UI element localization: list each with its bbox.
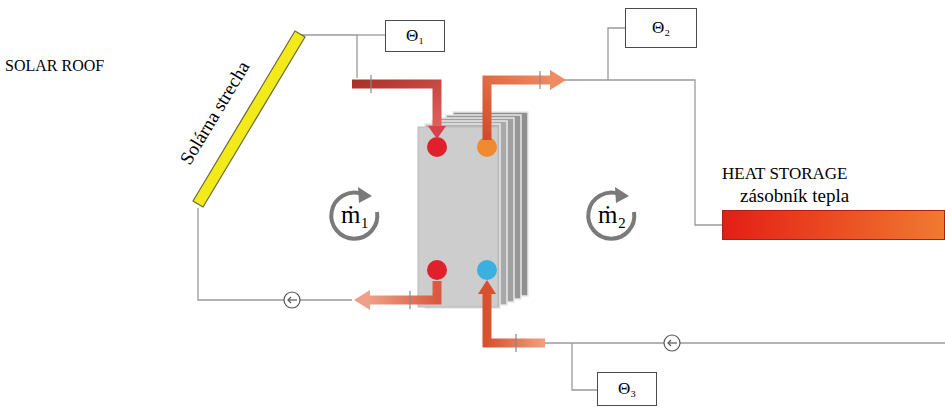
panel-label: Solárna strecha (176, 57, 255, 168)
section-label: SOLAR ROOF (5, 57, 104, 75)
circulation-symbol (331, 193, 634, 239)
port-dots (427, 137, 497, 280)
sensor-box: Θ₃ (597, 372, 657, 406)
storage-tank (722, 210, 945, 240)
plate-heat-exchanger (418, 112, 528, 308)
temperature-label: Θ₁ (406, 26, 424, 46)
storage-title: HEAT STORAGE (722, 164, 847, 184)
storage-label: zásobník tepla (740, 185, 849, 207)
mass-flow-label: ṁ₁ (341, 201, 369, 229)
sensor-box: Θ₁ (385, 20, 445, 52)
sensor-box: Θ₂ (625, 8, 697, 48)
flow-arrows (352, 70, 566, 352)
circulation-arrowhead (358, 187, 629, 203)
mass-flow-label: ṁ₂ (598, 201, 626, 229)
temperature-label: Θ₂ (652, 18, 670, 38)
solar-panel: Solárna strecha (160, 25, 310, 217)
solar-panel-bar (160, 25, 310, 217)
heat-storage: HEAT STORAGEzásobník tepla (722, 160, 945, 242)
temperature-label: Θ₃ (618, 379, 636, 399)
pipe-lines (198, 28, 945, 390)
